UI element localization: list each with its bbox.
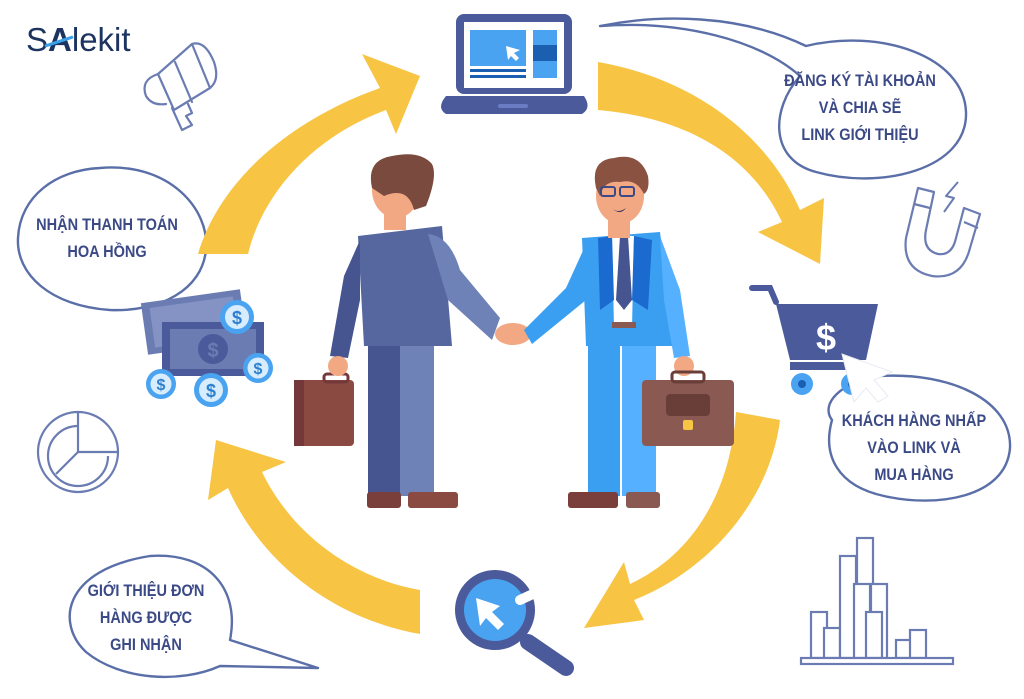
logo-rest: lekit — [71, 21, 131, 58]
magnet-icon — [904, 181, 982, 278]
businessman-right — [495, 156, 734, 508]
bubble-purchase — [827, 374, 1012, 502]
arrow-to-commission — [208, 440, 420, 634]
bubble-commission — [16, 166, 208, 312]
magnifier-cursor-icon — [455, 567, 585, 676]
logo-a: A — [48, 21, 72, 58]
svg-text:$: $ — [206, 381, 216, 401]
step-line: ĐĂNG KÝ TÀI KHOẢN — [784, 72, 936, 90]
svg-text:$: $ — [254, 361, 263, 378]
bubble-register — [598, 17, 968, 180]
step-line: KHÁCH HÀNG NHẤP — [841, 412, 987, 430]
coin-icons: $ $ $ $ — [146, 300, 273, 407]
step-line: MUA HÀNG — [874, 466, 954, 484]
step-line: HÀNG ĐƯỢC — [99, 609, 193, 627]
svg-text:$: $ — [232, 308, 242, 328]
laptop-icon — [441, 14, 588, 114]
svg-text:$: $ — [816, 317, 836, 358]
svg-text:$: $ — [207, 340, 218, 362]
cycle-arrows — [198, 54, 824, 634]
money-icon: $ $ $ $ $ — [140, 289, 273, 407]
step-line: HOA HỒNG — [67, 243, 147, 261]
step-line: LINK GIỚI THIỆU — [801, 126, 919, 144]
step-register-text: ĐĂNG KÝ TÀI KHOẢN VÀ CHIA SẼ LINK GIỚI T… — [772, 68, 948, 149]
megaphone-icon — [143, 42, 218, 132]
step-purchase-text: KHÁCH HÀNG NHẤP VÀO LINK VÀ MUA HÀNG — [826, 408, 1002, 489]
pie-chart-icon — [36, 410, 120, 494]
bubble-recorded — [68, 554, 320, 679]
shopping-cart-icon: $ — [749, 285, 894, 404]
step-line: NHẬN THANH TOÁN — [36, 216, 178, 234]
step-recorded-text: GIỚI THIỆU ĐƠN HÀNG ĐƯỢC GHI NHẬN — [67, 578, 225, 659]
businessman-left — [294, 154, 500, 508]
svg-text:$: $ — [157, 377, 166, 394]
logo-s: S — [26, 21, 49, 58]
step-line: GHI NHẬN — [110, 636, 182, 654]
brand-logo: SAlekit — [26, 20, 131, 60]
step-line: GIỚI THIỆU ĐƠN — [87, 582, 205, 600]
arrow-to-purchase — [598, 62, 824, 264]
step-commission-text: NHẬN THANH TOÁN HOA HỒNG — [23, 212, 190, 266]
bubble-outlines — [16, 17, 1012, 679]
bar-chart-icon — [799, 536, 955, 666]
arrow-to-recorded — [584, 412, 780, 628]
step-line: VÀO LINK VÀ — [867, 439, 961, 457]
arrow-to-register — [198, 54, 420, 254]
step-line: VÀ CHIA SẼ — [818, 99, 902, 117]
